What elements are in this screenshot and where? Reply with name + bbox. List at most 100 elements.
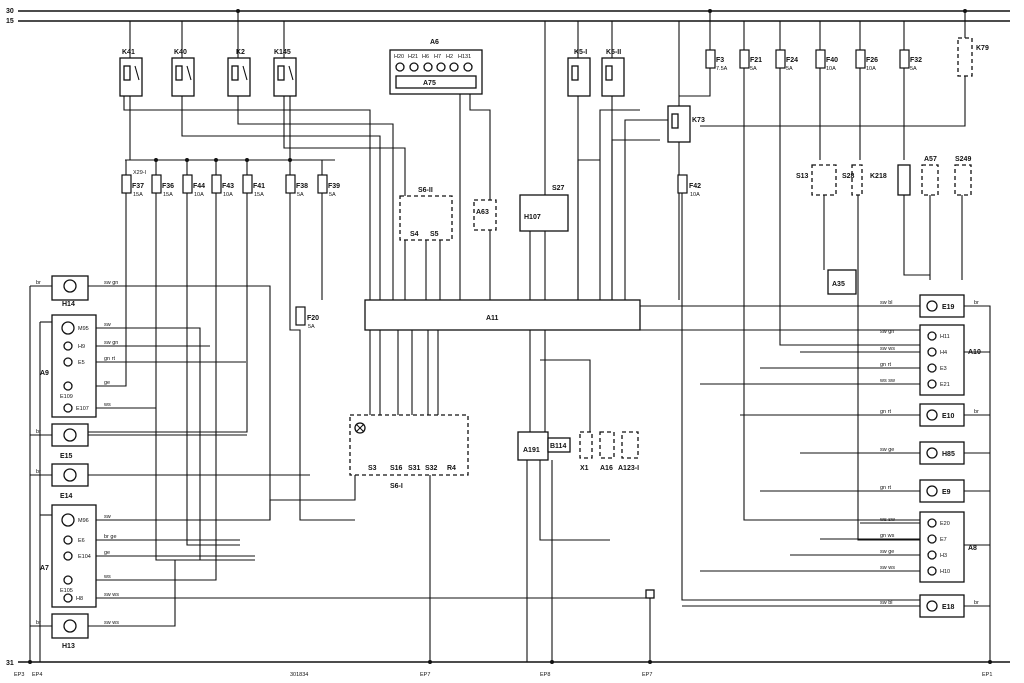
svg-text:E109: E109 [60,394,73,400]
svg-text:H6: H6 [422,54,429,60]
svg-text:H7: H7 [434,54,441,60]
wire-tag-a10-e21: ws sw [879,378,895,384]
wire-tag-h14: sw gn [104,280,118,286]
module-a7: A7 M96 E6 E104 E105 H8 [40,504,97,608]
svg-text:S27: S27 [552,185,565,192]
ground-ep3: EP3 [14,672,24,678]
svg-text:E20: E20 [940,521,950,527]
relay-k5-i: K5-I [567,21,591,97]
wire-tag-e10: gn rt [880,409,891,415]
wire-tag-a9-e107: ws [103,402,111,408]
wire-tag-a10-h4: sw ws [880,346,895,352]
svg-text:E15: E15 [60,453,73,460]
wire-tag-left-br1: br [36,280,41,286]
svg-text:E6: E6 [78,538,85,544]
ground-ep8: EP8 [540,672,550,678]
switch-s6-ii: S6-II S4 S5 [399,187,453,241]
svg-text:S13: S13 [796,173,809,180]
svg-text:15A: 15A [254,192,264,198]
sensor-b114: B114 [547,437,571,453]
fuse-f24: F24 5A [775,21,798,72]
rail-30-label: 30 [6,8,14,15]
svg-text:10A: 10A [866,66,876,72]
svg-text:10A: 10A [194,192,204,198]
rail-31-label: 31 [6,660,14,667]
module-a11: A11 [364,299,641,331]
ground-ep7a: EP7 [420,672,430,678]
svg-text:F24: F24 [786,57,798,64]
svg-text:F20: F20 [307,315,319,322]
svg-text:A9: A9 [40,370,49,377]
svg-text:H13: H13 [62,643,75,650]
svg-text:F43: F43 [222,183,234,190]
wire-tag-a7-h8: sw ws [104,592,119,598]
svg-text:F3: F3 [716,57,724,64]
svg-text:A16: A16 [600,465,613,472]
svg-text:7.5A: 7.5A [716,66,728,72]
svg-text:S249: S249 [955,156,971,163]
fuse-f39: F39 5A [317,160,340,198]
svg-text:A123-I: A123-I [618,465,639,472]
svg-text:M95: M95 [78,326,89,332]
svg-text:A191: A191 [523,447,540,454]
svg-text:S6-I: S6-I [390,483,403,490]
wire-tag-left-br3: br [36,469,41,475]
relay-k2: K2 [227,11,251,97]
svg-text:A63: A63 [476,209,489,216]
module-a16: A16 [599,431,615,472]
module-a191: A191 [517,431,549,461]
lamp-e18: E18 [919,594,965,618]
svg-text:S5: S5 [430,231,439,238]
svg-text:15A: 15A [133,192,143,198]
lamp-h14: H14 [51,275,89,308]
svg-text:X1: X1 [580,465,589,472]
svg-text:H8: H8 [76,596,83,602]
svg-text:E18: E18 [942,604,955,611]
svg-text:F39: F39 [328,183,340,190]
svg-text:S4: S4 [410,231,419,238]
svg-text:5A: 5A [297,192,304,198]
svg-text:K41: K41 [122,49,135,56]
svg-text:F32: F32 [910,57,922,64]
module-a6: A6 H20 H21 H6 H7 H2 H131 A75 [389,39,483,95]
module-a8: A8 E20 E7 H3 H10 [919,511,977,583]
svg-text:5A: 5A [786,66,793,72]
svg-text:E10: E10 [942,413,955,420]
svg-text:B114: B114 [550,443,566,450]
svg-text:E21: E21 [940,382,950,388]
svg-text:E107: E107 [76,406,89,412]
relay-k41: K41 [119,21,143,97]
lamp-e19: E19 [919,294,965,318]
switch-s249: S249 [954,156,972,196]
relay-k73: K73 [667,105,705,143]
svg-text:5A: 5A [329,192,336,198]
svg-text:S32: S32 [425,465,438,472]
lamp-h13: H13 [51,613,89,650]
fuse-f43: F43 10A [211,160,234,198]
svg-text:A35: A35 [832,281,845,288]
fuse-f21: F21 5A [739,21,762,72]
rail-15-label: 15 [6,18,14,25]
lamp-e9: E9 [919,479,965,503]
svg-text:S31: S31 [408,465,421,472]
svg-text:A11: A11 [486,315,499,322]
wire-tag-a10-h11: sw gn [880,329,894,335]
svg-text:H131: H131 [458,54,471,60]
svg-text:F40: F40 [826,57,838,64]
svg-text:S16: S16 [390,465,403,472]
svg-text:H14: H14 [62,301,75,308]
lamp-h85: H85 [919,441,965,465]
svg-text:K79: K79 [976,45,989,52]
svg-text:E7: E7 [940,537,947,543]
fuse-f38: F38 5A [285,160,308,198]
fuse-f36: F36 15A [151,160,174,198]
svg-text:H4: H4 [940,350,947,356]
svg-text:K5-I: K5-I [574,49,587,56]
wire-tag-a8-e20: ws sw [879,517,895,523]
svg-text:5A: 5A [308,324,315,330]
fuse-f44: F44 10A [182,160,205,198]
svg-text:A8: A8 [968,545,977,552]
svg-text:15A: 15A [163,192,173,198]
svg-text:K218: K218 [870,173,887,180]
